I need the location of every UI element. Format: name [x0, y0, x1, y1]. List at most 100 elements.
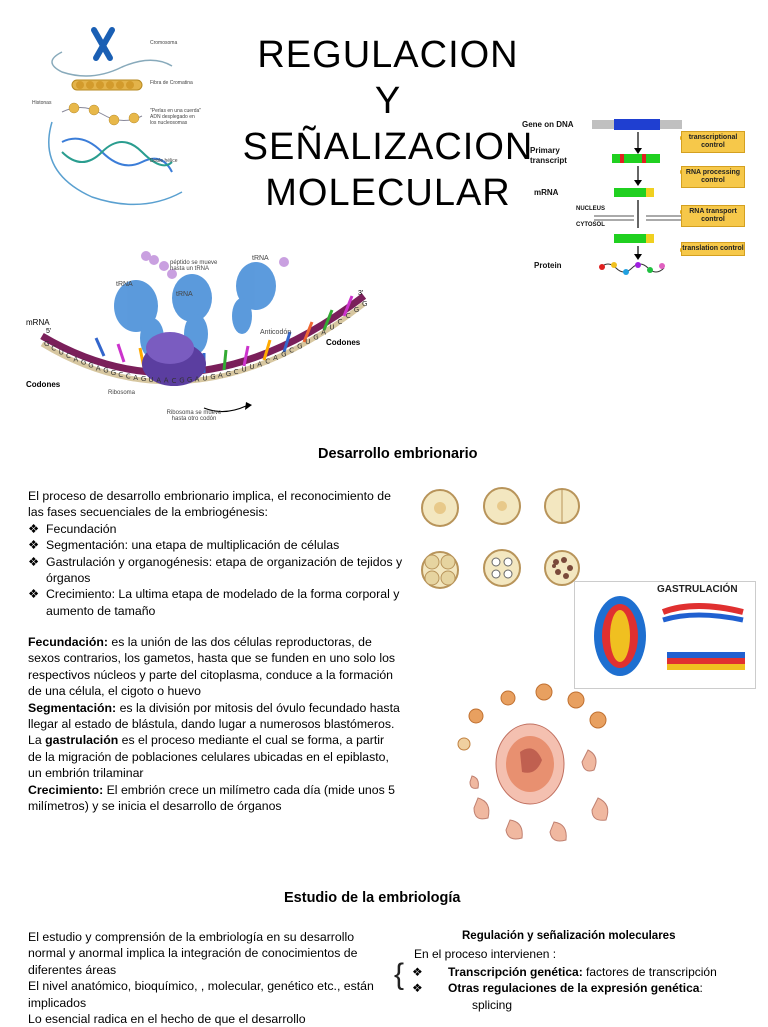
mrna-base-letter: G: [187, 376, 192, 384]
mrna-base-letter: A: [164, 377, 169, 385]
control-rna-transport: RNA transport control: [681, 205, 745, 227]
mrna-base-letter: G: [297, 342, 302, 350]
def-fecundacion: Fecundación: es la unión de las dos célu…: [28, 635, 396, 699]
mrna-base-letter: A: [321, 328, 326, 336]
mrna-base-letter: G: [141, 375, 146, 383]
mrna-base-letter: G: [210, 373, 215, 381]
mrna-base-letter: C: [265, 357, 270, 365]
list-item: ❖Transcripción genética: factores de tra…: [412, 965, 717, 979]
mrna-base-letter: G: [111, 369, 116, 377]
mrna-base-letter: U: [305, 338, 310, 346]
gene-expression-figure: Gene on DNA Primary transcript mRNA NUCL…: [522, 110, 762, 280]
regulacion-list: ❖Transcripción genética: factores de tra…: [412, 964, 762, 1013]
desarrollo-intro: El proceso de desarrollo embrionario imp…: [28, 489, 391, 520]
label-perlas: "Perlas en una cuerda" ADN desplegado en…: [150, 108, 202, 126]
list-item: ❖Gastrulación y organogénesis: etapa de …: [28, 554, 403, 586]
mrna-base-letter: A: [218, 372, 223, 380]
chromosome-illustration: [48, 27, 183, 206]
diamond-bullet-icon: ❖: [28, 521, 40, 536]
gastrulation-illustration: [594, 596, 745, 676]
mrna-base-letter: U: [329, 323, 334, 331]
mrna-base-letter: G: [226, 370, 231, 378]
mrna-base-letter: G: [313, 333, 318, 341]
cell-division-illustration: [421, 487, 580, 589]
diamond-bullet-icon: ❖: [28, 554, 40, 569]
mrna-base-letter: G: [179, 377, 184, 385]
mrna-base-letter: C: [338, 318, 343, 326]
segmentation-figure: [412, 478, 588, 604]
mrna-base-letter: A: [195, 376, 200, 384]
label-trna1: tRNA: [116, 281, 133, 288]
label-nucleus: NUCLEUS: [576, 206, 606, 212]
mrna-base-letter: U: [149, 376, 154, 384]
title-line-3: SEÑALIZACION: [242, 126, 534, 168]
label-mrna-left: mRNA: [26, 318, 50, 327]
label-three-prime: 3': [358, 290, 364, 297]
mrna-base-letter: G: [354, 306, 359, 314]
list-item: ❖Fecundación: [28, 521, 117, 536]
estudio-p2: El nivel anatómico, bioquímico, , molecu…: [28, 979, 374, 1010]
fetal-development-figure: [438, 680, 638, 858]
estudio-block: El estudio y comprensión de la embriolog…: [28, 929, 378, 1027]
label-gene-on-dna: Gene on DNA: [522, 120, 574, 129]
sub-item-splicing: splicing: [472, 997, 513, 1012]
diamond-bullet-icon: ❖: [28, 538, 40, 553]
list-item: ❖Otras regulaciones de la expresión gené…: [412, 981, 703, 996]
label-doble-helice: Doble hélice: [150, 158, 178, 164]
gastrulacion-figure: GASTRULACIÓN: [574, 581, 756, 689]
label-peptido: péptido se mueve hasta un tRNA: [170, 260, 218, 272]
brace-icon: {: [394, 958, 405, 991]
diamond-bullet-icon: ❖: [28, 587, 40, 602]
mrna-base-letter: C: [126, 373, 131, 381]
mrna-base-letter: G: [44, 340, 49, 348]
mrna-base-letter: C: [118, 371, 123, 379]
label-fibra: Fibra de Cromatina: [150, 80, 193, 86]
control-rna-processing: RNA processing control: [681, 166, 745, 188]
label-mrna: mRNA: [534, 188, 559, 197]
estudio-p1: El estudio y comprensión de la embriolog…: [28, 930, 358, 977]
label-codones-left: Codones: [26, 380, 61, 389]
title-line-1: REGULACION: [257, 34, 519, 76]
mrna-base-letter: C: [51, 344, 56, 352]
page-title: REGULACION Y SEÑALIZACION MOLECULAR: [238, 32, 538, 216]
mrna-base-letter: U: [59, 348, 64, 356]
chromosome-figure: Cromosoma Fibra de Cromatina Histonas "P…: [32, 22, 210, 220]
def-segmentacion: Segmentación: es la división por mitosis…: [28, 700, 400, 732]
label-ribosoma: Ribosoma: [108, 390, 136, 396]
mrna-base-letter: G: [81, 359, 86, 367]
mrna-base-letter: A: [73, 356, 78, 364]
label-five-prime: 5': [46, 328, 52, 335]
label-anticodon: Anticodón: [260, 329, 292, 336]
mrna-base-letter: C: [66, 352, 71, 360]
mrna-base-letter: G: [362, 300, 367, 308]
gastrulacion-title: GASTRULACIÓN: [657, 584, 738, 595]
heading-desarrollo-embrionario: Desarrollo embrionario: [318, 446, 478, 462]
mrna-base-letter: A: [96, 364, 101, 372]
mrna-base-letter: C: [346, 312, 351, 320]
title-line-4: MOLECULAR: [265, 172, 511, 214]
mrna-base-letter: U: [202, 375, 207, 383]
mrna-base-letter: U: [242, 366, 247, 374]
mrna-base-letter: U: [249, 363, 254, 371]
label-protein: Protein: [534, 261, 562, 270]
mrna-base-letter: G: [103, 367, 108, 375]
mrna-base-letter: C: [172, 377, 177, 385]
mrna-base-letter: A: [156, 376, 161, 384]
mrna-base-letter: C: [289, 347, 294, 355]
list-item: ❖Crecimiento: La ultima etapa de modelad…: [28, 587, 400, 618]
mrna-base-letter: A: [133, 374, 138, 382]
estudio-p3: Lo esencial radica en el hecho de que el…: [28, 1012, 306, 1027]
control-translation: translation control: [681, 242, 745, 256]
label-cytosol: CYTOSOL: [576, 222, 605, 228]
mrna-base-letter: A: [273, 354, 278, 362]
heading-regulacion-senalizacion: Regulación y señalización moleculares: [462, 930, 676, 942]
def-gastrulacion: La gastrulación es el proceso mediante e…: [28, 733, 389, 781]
label-trna2: tRNA: [176, 291, 193, 298]
regulacion-intro: En el proceso intervienen :: [414, 947, 557, 961]
mrna-base-letter: A: [257, 360, 262, 368]
label-primary-transcript: Primary transcript: [530, 146, 567, 165]
def-crecimiento: Crecimiento: El embrión crece un milímet…: [28, 782, 396, 814]
title-line-2: Y: [374, 80, 402, 122]
